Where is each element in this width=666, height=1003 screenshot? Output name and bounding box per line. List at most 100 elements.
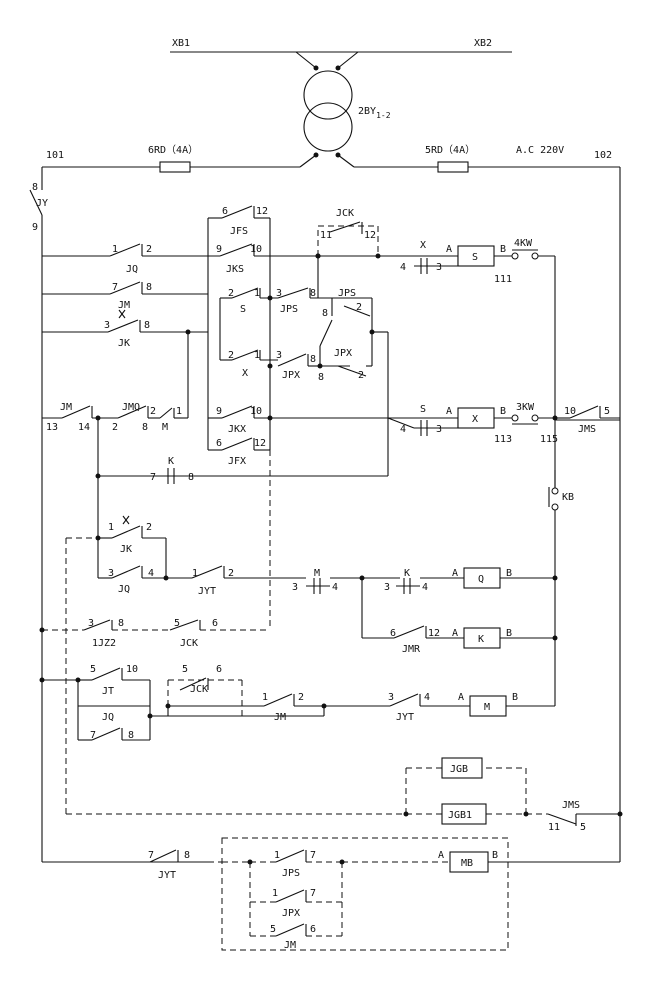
contact-jq-1 (109, 243, 141, 257)
row-jgb: JGB JGB1 11 5 JMS (66, 757, 623, 833)
jyt2-pin-a: 3 (388, 692, 394, 703)
jyt1-pin-a: 1 (192, 568, 198, 579)
jps2-pin-a: 8 (322, 308, 328, 319)
contact-jkx (221, 405, 253, 419)
contact-jyt-1 (191, 565, 223, 579)
x-contact-pin-a: 2 (228, 350, 234, 361)
jck2-pin-a: 5 (174, 618, 180, 629)
jq3-pin-a: 7 (90, 730, 96, 741)
coil-mb-pin-a: A (438, 850, 444, 861)
jps3-pin-b: 7 (310, 850, 316, 861)
jmr-label: JMR (402, 644, 421, 655)
jy-pin-a: 8 (32, 182, 38, 193)
jm4-pin-b: 6 (310, 924, 316, 935)
contact-jm-4 (275, 923, 305, 937)
jmq-pin-b: 8 (142, 422, 148, 433)
jyt1-label: JYT (198, 586, 216, 597)
jck-top-pin-a: 11 (320, 230, 332, 241)
jck3-label: JCK (190, 684, 208, 695)
jyt3-pin-a: 7 (148, 850, 154, 861)
fuse-6rd-label: 6RD（4A） (148, 144, 198, 156)
jq2-label: JQ (118, 584, 130, 595)
coil-k-pin-a: A (452, 628, 458, 639)
jpx2-label: JPX (334, 348, 352, 359)
k1-label: K (168, 456, 174, 467)
s-mid-label: S (420, 404, 426, 415)
jm3-pin-b: 2 (298, 692, 304, 703)
node-101-label: 101 (46, 150, 64, 161)
m1-pin-b: 4 (332, 582, 338, 593)
switch-4kw-left (511, 252, 519, 260)
jq2-pin-b: 4 (148, 568, 154, 579)
row-q-coil: 1 2 JK 3 4 JQ 1 2 JYT 3 4 M 3 4 K (95, 515, 558, 655)
jms1-pin-a: 10 (564, 406, 576, 417)
coil-s-pin-a: A (446, 244, 452, 255)
x-top-pin-b: 3 (436, 262, 442, 273)
coil-k-pin-b: B (506, 628, 512, 639)
fuse-5rd-label: 5RD（4A） (425, 144, 475, 156)
jyt2-label: JYT (396, 712, 414, 723)
jk1-pin-a: 3 (104, 320, 110, 331)
transformer-label: 2BY1-2 (358, 106, 391, 120)
contact-jck-3 (179, 677, 207, 691)
jyt1-pin-b: 2 (228, 568, 234, 579)
jt-pin-b: 10 (126, 664, 138, 675)
contact-jyt-3 (149, 849, 177, 863)
jm4-pin-a: 5 (270, 924, 276, 935)
jm2-label: JM (60, 402, 72, 413)
switch-3kw-right (531, 414, 539, 422)
voltage-label: A.C 220V (516, 145, 564, 156)
jms2-pin-a: 11 (548, 822, 560, 833)
button-kb-bottom (551, 503, 559, 511)
coil-x-label: X (472, 414, 478, 425)
jyt3-pin-b: 8 (184, 850, 190, 861)
jmr-pin-a: 6 (390, 628, 396, 639)
jk2-pin-a: 1 (108, 522, 114, 533)
s-contact-pin-b: 1 (254, 288, 260, 299)
jyt2-pin-b: 4 (424, 692, 430, 703)
contact-s (231, 287, 259, 299)
k1-pin-a: 7 (150, 472, 156, 483)
contact-jfx (221, 437, 253, 451)
jmq-pin-c: 2 (150, 406, 156, 417)
jpx3-pin-b: 7 (310, 888, 316, 899)
contact-jmq (117, 405, 147, 419)
jz2-pin-a: 3 (88, 618, 94, 629)
contact-jy (29, 189, 43, 216)
coil-x-pin-a: A (446, 406, 452, 417)
contact-jfs (221, 205, 253, 219)
jck-top-pin-b: 12 (364, 230, 376, 241)
contact-jyt-2 (389, 693, 419, 707)
coil-s-pin-b: B (500, 244, 506, 255)
node-113: 113 (494, 434, 512, 445)
jpx3-label: JPX (282, 908, 300, 919)
fuse-6rd (159, 161, 191, 173)
contact-jpx-3 (275, 889, 305, 903)
jt-label: JT (102, 686, 114, 697)
coil-q-pin-a: A (452, 568, 458, 579)
row-k-contact: 7 8 K KB (95, 418, 574, 706)
jm3-pin-a: 1 (262, 692, 268, 703)
bus-xb2-label: XB2 (474, 38, 492, 49)
switch-3kw-label: 3KW (516, 402, 535, 413)
node-115: 115 (540, 434, 558, 445)
jm3-label: JM (274, 712, 286, 723)
jz2-label: 1JZ2 (92, 638, 116, 649)
transformer-primary-winding (303, 70, 353, 120)
k2-pin-b: 4 (422, 582, 428, 593)
switch-4kw-label: 4KW (514, 238, 533, 249)
jpx1-pin-b: 8 (310, 354, 316, 365)
jyt3-label: JYT (158, 870, 176, 881)
x-contact-pin-b: 1 (254, 350, 260, 361)
contact-jpx-2 (337, 365, 367, 377)
contact-jq-2 (111, 565, 141, 579)
main-rails: 8 JY 9 (29, 167, 621, 863)
jm1-pin-b: 8 (146, 282, 152, 293)
m1-pin-a: 3 (292, 582, 298, 593)
jy-label: JY (36, 198, 48, 209)
row-jz2-jck: 3 8 1JZ2 5 6 JCK (39, 450, 271, 814)
contact-jks (219, 243, 253, 257)
contact-jm-1 (109, 281, 141, 295)
contact-jm-2 (61, 405, 91, 419)
jck2-pin-b: 6 (212, 618, 218, 629)
